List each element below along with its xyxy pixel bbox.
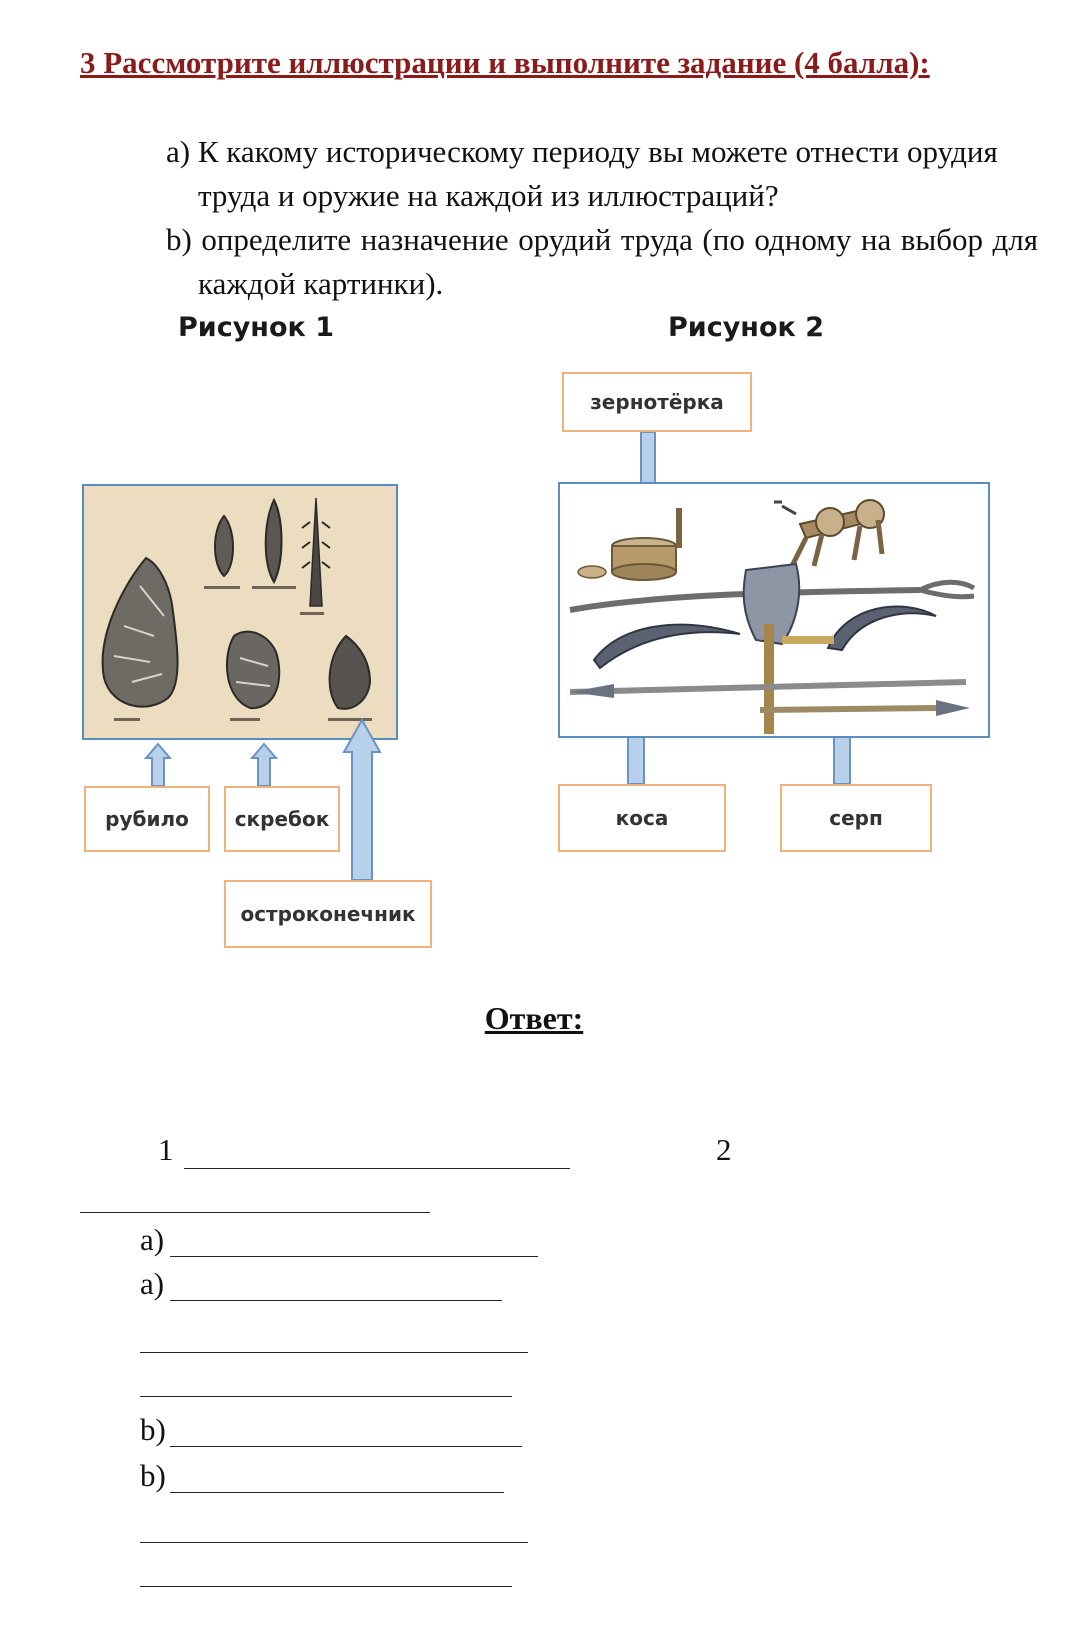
answer-a-line-4[interactable] <box>140 1396 512 1397</box>
task-heading: 3 Рассмотрите иллюстрации и выполните за… <box>80 45 930 80</box>
answer-b2-line[interactable] <box>170 1492 504 1493</box>
figure-1-title: Рисунок 1 <box>178 312 335 343</box>
answer-a2-label: а) <box>140 1266 165 1301</box>
label-kosa: коса <box>558 784 726 852</box>
answer-title: Ответ: <box>484 1000 584 1036</box>
ancient-tools-illustration <box>569 499 976 734</box>
arrow-ostrokonechnik <box>342 717 382 881</box>
arrow-skrebok <box>249 742 279 787</box>
label-skrebok: скребок <box>224 786 340 852</box>
answer-a1-label: а) <box>140 1222 165 1257</box>
answer-number-2: 2 <box>716 1132 732 1167</box>
answer-line-2[interactable] <box>80 1212 430 1213</box>
answer-a2-line[interactable] <box>170 1300 502 1301</box>
answer-line-1[interactable] <box>184 1168 570 1169</box>
answer-b1-line[interactable] <box>170 1446 522 1447</box>
question-b: b) определите назначение орудий труда (п… <box>166 222 1038 301</box>
answer-b1-label: b) <box>140 1412 166 1447</box>
label-ostrokonechnik: остроконечник <box>224 880 432 948</box>
figure-1-image <box>82 484 398 740</box>
figure-2-title: Рисунок 2 <box>668 312 825 343</box>
label-serp: серп <box>780 784 932 852</box>
label-zernoterka: зернотёрка <box>562 372 752 432</box>
answer-a-line-3[interactable] <box>140 1352 528 1353</box>
answer-b-line-4[interactable] <box>140 1586 512 1587</box>
stone-tools-illustration <box>101 497 372 721</box>
label-rubilo: рубило <box>84 786 210 852</box>
answer-number-1: 1 <box>158 1132 174 1167</box>
answer-a1-line[interactable] <box>170 1256 538 1257</box>
figure-2-image <box>558 482 990 738</box>
question-a: a) К какому историческому периоду вы мож… <box>166 134 998 213</box>
answer-b-line-3[interactable] <box>140 1542 528 1543</box>
arrow-rubilo <box>143 742 173 787</box>
answer-b2-label: b) <box>140 1458 166 1493</box>
